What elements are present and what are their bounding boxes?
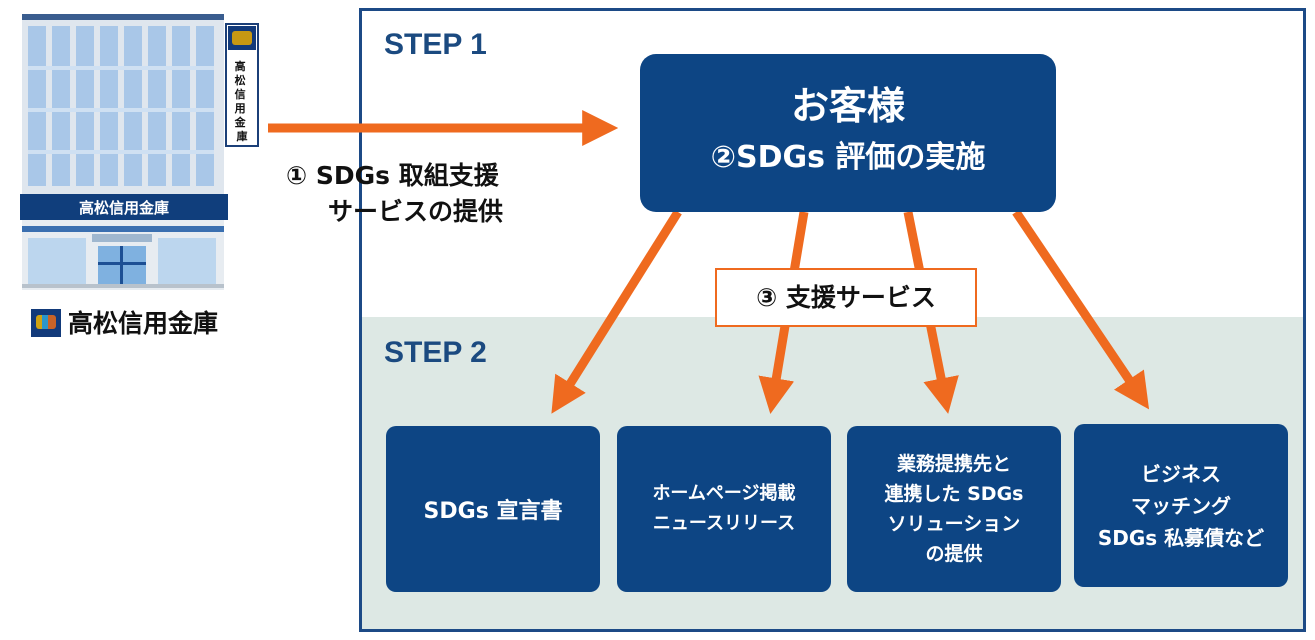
service-box-sdgs-declaration: SDGs 宣言書 — [386, 426, 600, 592]
service-text: 業務提携先と 連携した SDGs ソリューション の提供 — [884, 453, 1024, 565]
bank-building-illustration: 高 松 信 用 金 庫 高松信用金庫 — [20, 14, 259, 290]
facade-sign: 高松信用金庫 — [79, 199, 169, 217]
bank-logo-icon — [31, 309, 61, 337]
customer-subtitle: ②SDGs 評価の実施 — [710, 140, 986, 175]
service-box-homepage-news: ホームページ掲載 ニュースリリース — [617, 426, 831, 592]
sign-char-4: 用 — [235, 102, 246, 115]
flow-caption: ① SDGs 取組支援 サービスの提供 — [286, 158, 546, 230]
customer-box: お客様 ②SDGs 評価の実施 — [640, 54, 1056, 212]
customer-title: お客様 — [790, 84, 905, 128]
bank-name: 高松信用金庫 — [68, 309, 219, 338]
service-text: ホームページ掲載 ニュースリリース — [652, 483, 796, 534]
step1-label: STEP 1 — [384, 28, 487, 61]
diagram-frame — [359, 8, 1306, 632]
arrow-to-service-1 — [551, 209, 682, 414]
flow-caption-line1: ① SDGs 取組支援 — [286, 161, 499, 190]
sign-char-2: 松 — [235, 73, 246, 87]
sign-char-6: 庫 — [237, 129, 248, 143]
service-text: ビジネス マッチング SDGs 私募債など — [1097, 461, 1265, 550]
service-box-business-matching: ビジネス マッチング SDGs 私募債など — [1074, 424, 1288, 587]
service-box-partner-solutions: 業務提携先と 連携した SDGs ソリューション の提供 — [847, 426, 1061, 592]
support-services-label: ③ 支援サービス — [715, 268, 977, 327]
flow-caption-line2: サービスの提供 — [328, 197, 504, 226]
sign-char-5: 金 — [234, 115, 247, 129]
sign-char-3: 信 — [235, 87, 246, 101]
service-text: SDGs 宣言書 — [423, 499, 563, 524]
step2-label: STEP 2 — [384, 336, 487, 369]
arrow-to-service-4 — [1012, 209, 1150, 410]
sign-char-1: 高 — [235, 59, 246, 73]
svg-text:高 松 信 用 金: 高 松 信 用 金 庫 — [234, 59, 250, 143]
